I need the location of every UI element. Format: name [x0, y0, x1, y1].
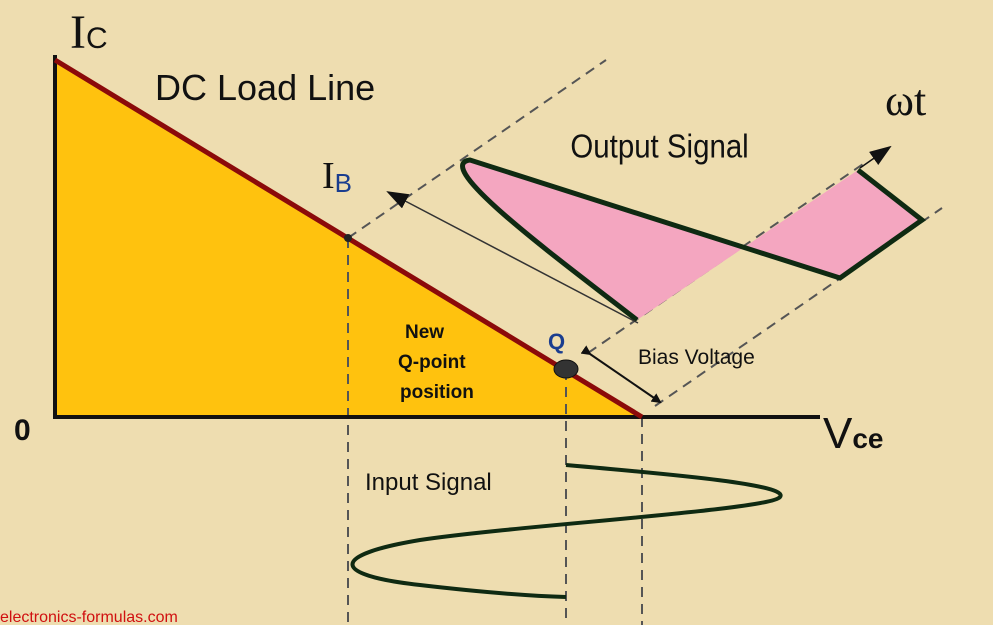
- input-signal-curve: [350, 463, 783, 599]
- ib-arrow: [386, 191, 639, 324]
- output-signal-label: Output Signal: [570, 127, 748, 165]
- new-q-point-dot: [344, 234, 352, 242]
- watermark: electronics-formulas.com: [0, 609, 178, 625]
- input-signal-label: Input Signal: [365, 469, 492, 496]
- ib-label: IB: [322, 155, 352, 198]
- omega-t-arrow: [859, 145, 892, 169]
- output-signal-curve: [460, 157, 927, 322]
- new-q-point-label: New Q-point position: [398, 322, 474, 403]
- vce-axis-label: Vce: [823, 409, 884, 458]
- dc-load-line-label: DC Load Line: [155, 67, 375, 108]
- bias-voltage-arrow: [580, 345, 662, 404]
- q-label: Q: [548, 329, 565, 354]
- output-signal-fill: [462, 160, 922, 320]
- omega-t-label: ωt: [885, 76, 926, 125]
- q-point-dot: [553, 359, 579, 379]
- bias-voltage-label: Bias Voltage: [638, 346, 755, 369]
- origin-label: 0: [14, 414, 31, 447]
- ic-axis-label: IC: [70, 6, 108, 59]
